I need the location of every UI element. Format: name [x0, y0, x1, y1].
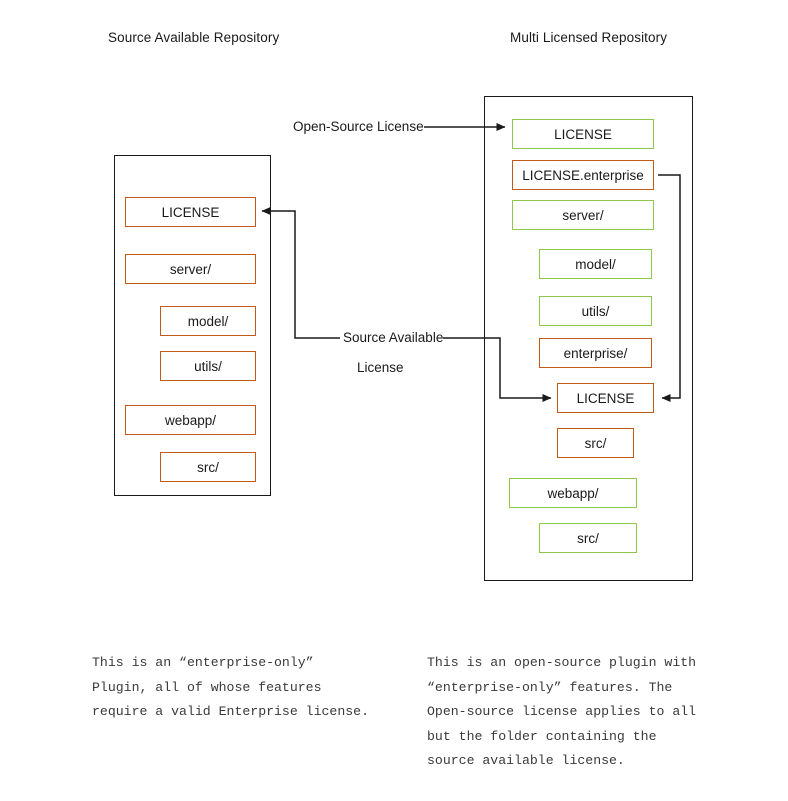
- right-node-utils[interactable]: utils/: [539, 296, 652, 326]
- edge-label-open-source-license: Open-Source License: [293, 119, 424, 134]
- edge-label-source-available-line1: Source Available: [343, 330, 444, 345]
- left-node-src[interactable]: src/: [160, 452, 256, 482]
- edge-source-available-to-left-license: [261, 207, 340, 339]
- right-caption: This is an open-source plugin with “ente…: [427, 655, 697, 768]
- edge-label-source-available-line2: License: [357, 360, 404, 375]
- right-node-enterprise[interactable]: enterprise/: [539, 338, 652, 368]
- left-node-utils[interactable]: utils/: [160, 351, 256, 381]
- right-node-license-source-available[interactable]: LICENSE: [557, 383, 654, 413]
- right-node-model[interactable]: model/: [539, 249, 652, 279]
- right-repo-title: Multi Licensed Repository: [510, 30, 668, 45]
- right-node-webapp-src[interactable]: src/: [539, 523, 637, 553]
- left-node-server[interactable]: server/: [125, 254, 256, 284]
- right-node-server[interactable]: server/: [512, 200, 654, 230]
- right-node-license-oss[interactable]: LICENSE: [512, 119, 654, 149]
- left-caption: This is an “enterprise-only” Plugin, all…: [92, 655, 369, 719]
- right-node-license-enterprise[interactable]: LICENSE.enterprise: [512, 160, 654, 190]
- right-node-enterprise-src[interactable]: src/: [557, 428, 634, 458]
- left-node-webapp[interactable]: webapp/: [125, 405, 256, 435]
- left-repo-title: Source Available Repository: [108, 30, 280, 45]
- left-node-license[interactable]: LICENSE: [125, 197, 256, 227]
- left-node-model[interactable]: model/: [160, 306, 256, 336]
- right-node-webapp[interactable]: webapp/: [509, 478, 637, 508]
